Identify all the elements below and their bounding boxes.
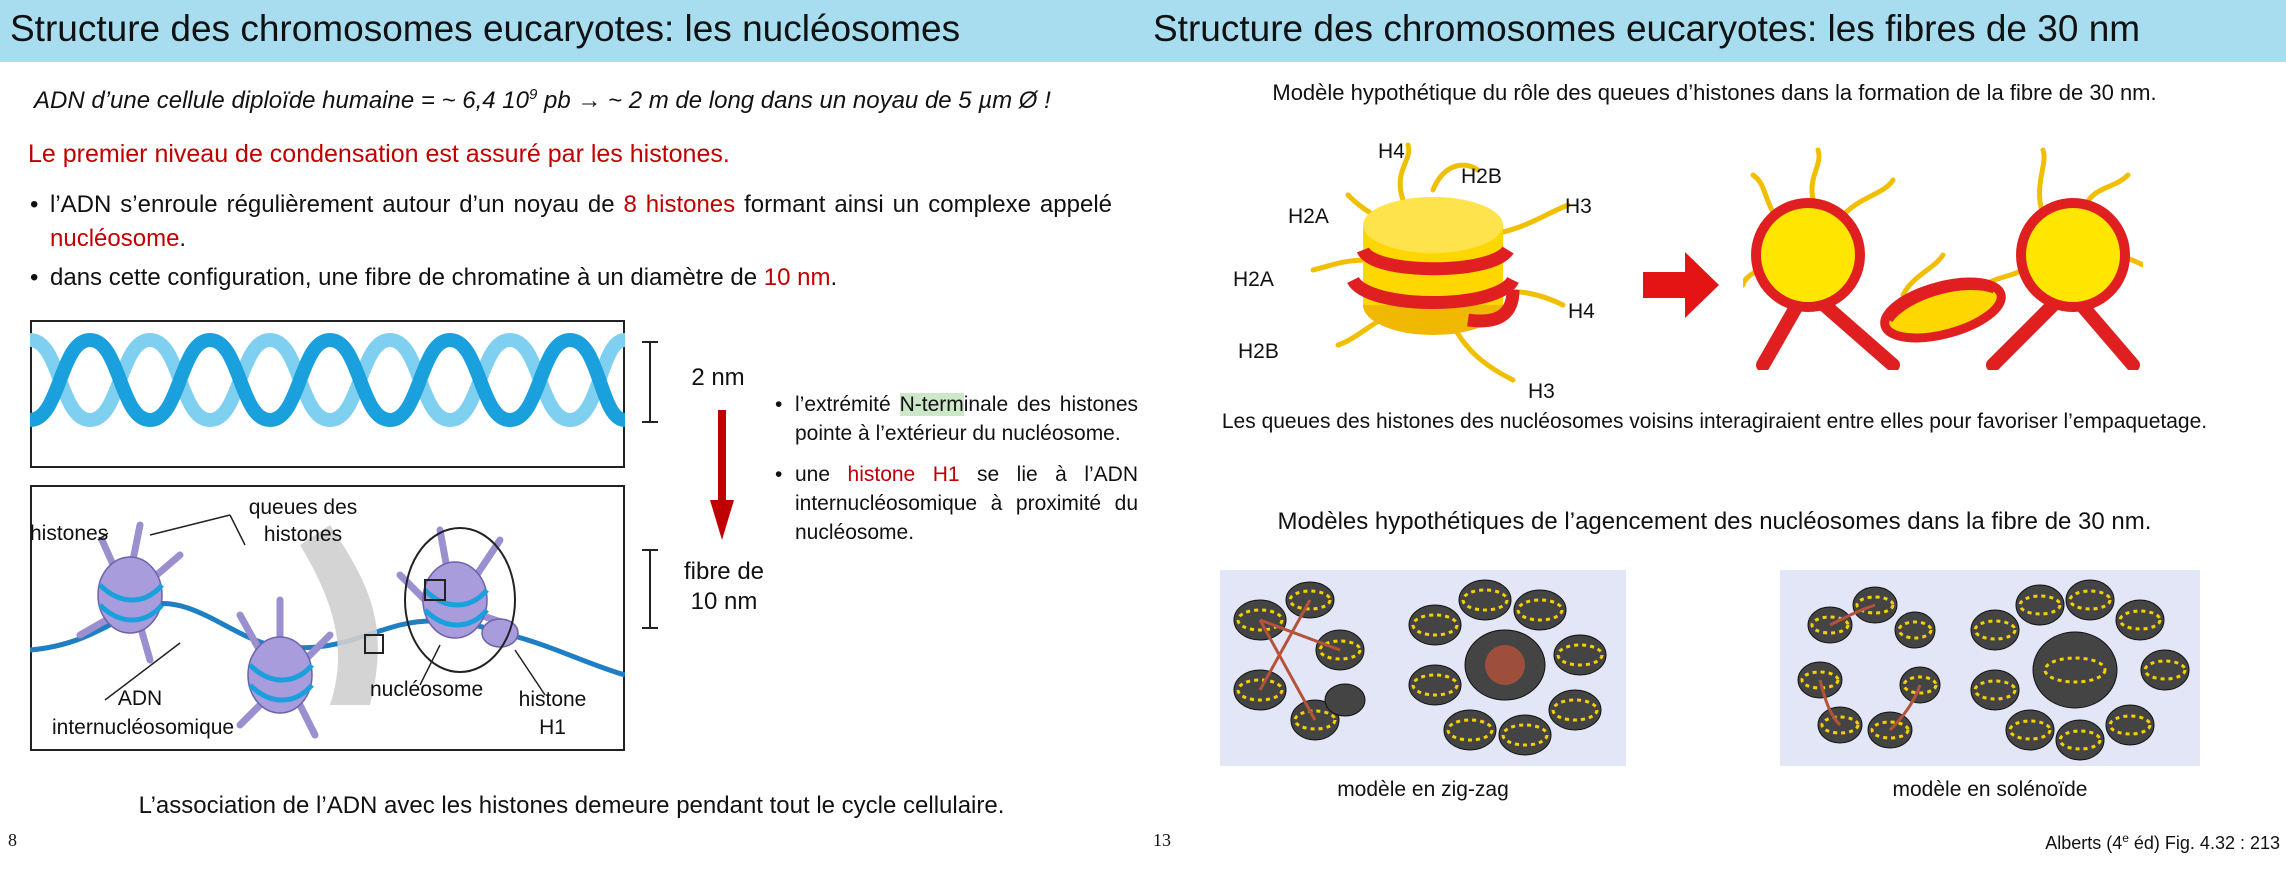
page-number: 13 xyxy=(1153,830,1171,850)
label-nucleosome: nucléosome xyxy=(370,678,484,701)
figure-reference: Alberts (4e éd) Fig. 4.32 : 213 xyxy=(2045,831,2280,854)
label-h4-top: H4 xyxy=(1378,140,1405,163)
side-note-highlight: N-term xyxy=(899,393,964,416)
intro-text: ADN d’une cellule diploïde humaine = ~ 6… xyxy=(34,87,529,114)
side-note-highlight: histone H1 xyxy=(847,463,960,486)
label-h3-bottom: H3 xyxy=(1528,380,1555,403)
bullet-highlight: 10 nm xyxy=(763,264,831,291)
slide-nucleosomes: Structure des chromosomes eucaryotes: le… xyxy=(0,0,1143,850)
bullet-dot: • xyxy=(30,191,39,218)
scale-and-arrow-graphic xyxy=(642,341,734,629)
reference-superscript: e xyxy=(2122,831,2129,845)
side-note-text: l’extrémité xyxy=(795,393,900,416)
page-number: 8 xyxy=(8,830,17,850)
label-h1: H1 xyxy=(539,716,566,739)
side-note-text: une xyxy=(795,463,848,486)
caption-zigzag: modèle en zig-zag xyxy=(1337,778,1509,801)
subtitle-arrangement: Modèles hypothétiques de l’agencement de… xyxy=(1277,508,2152,535)
solenoid-model-figure xyxy=(1780,570,2200,766)
bullet-text: . xyxy=(830,264,838,291)
lead-statement: Le premier niveau de condensation est as… xyxy=(28,140,730,168)
label-queues-1: queues des xyxy=(248,496,358,519)
intro-text-end: pb → ~ 2 m de long dans un noyau de 5 µm… xyxy=(537,87,1051,114)
bullet-nucleosome: • l’ADN s’enroule régulièrement autour d’… xyxy=(30,188,1112,256)
label-adn: ADN xyxy=(117,687,163,710)
label-10nm: 10 nm xyxy=(690,588,758,615)
label-queues-2: histones xyxy=(263,523,343,546)
label-h2a-1: H2A xyxy=(1288,205,1329,228)
caption-tails-interaction: Les queues des histones des nucléosomes … xyxy=(1221,410,2208,433)
interacting-nucleosomes-figure xyxy=(1743,147,2143,370)
label-histone: histone xyxy=(518,688,587,711)
label-2nm: 2 nm xyxy=(691,364,745,391)
footer-statement: L’association de l’ADN avec les histones… xyxy=(138,792,1005,819)
label-h2a-2: H2A xyxy=(1233,268,1274,291)
subtitle-histone-tails: Modèle hypothétique du rôle des queues d… xyxy=(1272,80,2157,105)
label-h2b-top: H2B xyxy=(1461,165,1502,188)
side-note-n-terminal: • l’extrémité N-terminale des histones po… xyxy=(775,390,1138,448)
label-h2b-left: H2B xyxy=(1238,340,1279,363)
bullet-text: l’ADN s’enroule régulièrement autour d’u… xyxy=(50,191,624,218)
bullet-text: . xyxy=(179,225,187,252)
slide-title: Structure des chromosomes eucaryotes: le… xyxy=(10,8,961,49)
zigzag-model-figure xyxy=(1220,570,1626,766)
slide-30nm-fibers: Structure des chromosomes eucaryotes: le… xyxy=(1143,0,2286,869)
title-bar: Structure des chromosomes eucaryotes: le… xyxy=(0,0,1143,62)
nucleosome-tails-figure xyxy=(1310,142,1571,383)
right-arrow-icon xyxy=(1643,252,1719,318)
side-note-text: se lie à l’ADN internucléosomique à prox… xyxy=(795,463,1138,544)
dna-double-helix-figure xyxy=(30,320,625,468)
bullet-text: dans cette configuration, une fibre de c… xyxy=(50,264,764,291)
slide-title: Structure des chromosomes eucaryotes: le… xyxy=(1153,8,2141,49)
bullet-dot: • xyxy=(775,463,783,486)
bullet-dot: • xyxy=(775,393,783,416)
label-histones: histones xyxy=(30,522,109,545)
label-h3-right: H3 xyxy=(1565,195,1592,218)
side-note-histone-h1: • une histone H1 se lie à l’ADN internucl… xyxy=(775,460,1138,547)
caption-solenoid: modèle en solénoïde xyxy=(1892,778,2088,801)
bullet-highlight: 8 histones xyxy=(623,191,736,218)
bullet-dot: • xyxy=(30,264,39,291)
label-internucleosomique: internucléosomique xyxy=(52,716,235,739)
bullet-text: formant ainsi un complexe appelé xyxy=(735,191,1112,218)
intro-exponent: 9 xyxy=(529,86,538,103)
nucleosome-fiber-figure xyxy=(30,485,625,751)
reference-text: Alberts (4 xyxy=(2045,833,2123,853)
label-fibre-de: fibre de xyxy=(683,558,765,585)
title-bar: Structure des chromosomes eucaryotes: le… xyxy=(1143,0,2286,62)
bullet-fiber-diameter: • dans cette configuration, une fibre de … xyxy=(30,261,1112,295)
side-note-text: inale des histones pointe à l’extérieur … xyxy=(795,393,1138,445)
bullet-highlight: nucléosome xyxy=(50,225,180,252)
reference-text-end: éd) Fig. 4.32 : 213 xyxy=(2128,833,2280,853)
label-h4-right: H4 xyxy=(1568,300,1595,323)
intro-line: ADN d’une cellule diploïde humaine = ~ 6… xyxy=(34,86,1051,115)
